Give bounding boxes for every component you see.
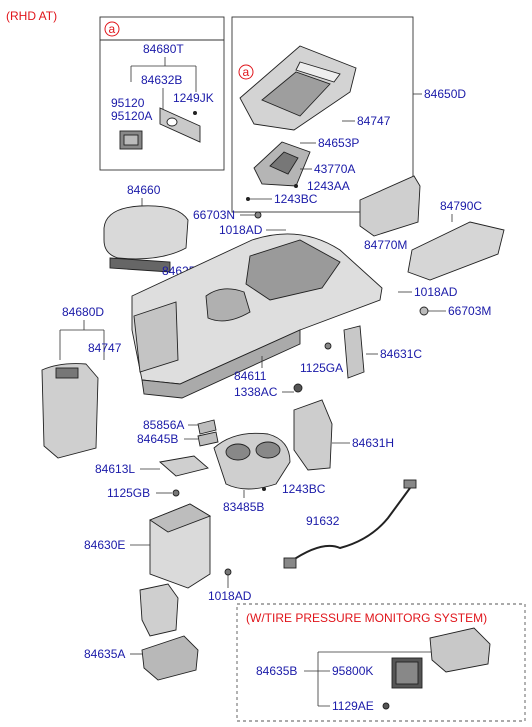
label-84635B: 84635B: [256, 664, 297, 678]
label-84747-top: 84747: [357, 114, 391, 128]
side-bracket-84770M: [359, 175, 421, 237]
label-1125GB: 1125GB: [107, 486, 150, 500]
label-66703M: 66703M: [448, 304, 491, 318]
label-84611: 84611: [234, 369, 267, 383]
console-top-cover-part: [239, 45, 357, 131]
label-84613L: 84613L: [95, 462, 135, 476]
console-body-84611: [131, 233, 383, 399]
label-84631H: 84631H: [352, 436, 394, 450]
label-66703N: 66703N: [193, 208, 235, 222]
bracket-84631H: [293, 399, 333, 471]
inset-console-marker: a: [243, 65, 250, 79]
label-84747-left: 84747: [88, 341, 122, 355]
label-1243AA: 1243AA: [307, 179, 350, 193]
inset-a-box: a 84680T 84632B 1249JK 95120 95120A: [99, 16, 225, 171]
label-1018AD-b: 1018AD: [414, 285, 458, 299]
label-84660: 84660: [127, 183, 161, 197]
label-84770M: 84770M: [364, 238, 407, 252]
armrest-part: [103, 205, 189, 273]
label-84650D: 84650D: [424, 87, 466, 101]
bracket-84631C: [343, 325, 365, 379]
label-1338AC: 1338AC: [234, 385, 278, 399]
tpms-bracket-part: [429, 627, 491, 673]
tpms-inset-box: (W/TIRE PRESSURE MONITORG SYSTEM) 84635B…: [236, 603, 526, 722]
tpms-title: (W/TIRE PRESSURE MONITORG SYSTEM): [246, 611, 487, 625]
label-1125GA: 1125GA: [300, 361, 343, 375]
pad-84613L: [158, 455, 209, 477]
label-1018AD-c: 1018AD: [208, 589, 252, 603]
side-trim-84790C: [407, 221, 505, 281]
label-1249JK: 1249JK: [173, 91, 214, 105]
label-1018AD-a: 1018AD: [219, 223, 263, 237]
label-95120A: 95120A: [111, 109, 152, 123]
label-95120: 95120: [111, 96, 145, 110]
label-43770A: 43770A: [314, 162, 355, 176]
label-1129AE: 1129AE: [332, 699, 374, 713]
tpms-module-part: [391, 657, 423, 689]
label-84631C: 84631C: [380, 347, 422, 361]
clip-84645B: [197, 431, 219, 447]
shift-indicator-part: [253, 141, 311, 187]
side-panel-84680D: [41, 363, 99, 459]
label-84680T: 84680T: [143, 42, 184, 56]
bracket-84635A: [139, 583, 199, 681]
switch-panel-part: [119, 107, 201, 150]
label-84630E: 84630E: [84, 538, 125, 552]
label-84645B: 84645B: [137, 432, 178, 446]
bracket-84630E: [149, 503, 212, 589]
label-85856A: 85856A: [143, 418, 184, 432]
label-84632B: 84632B: [141, 73, 182, 87]
label-1243BC-top: 1243BC: [274, 192, 318, 206]
label-84653P: 84653P: [318, 136, 359, 150]
label-84635A: 84635A: [84, 647, 125, 661]
inset-a-marker-circle: [104, 21, 120, 37]
label-91632: 91632: [306, 514, 340, 528]
inset-console-box: 84650D a 84747 84653P 43770A 1243AA 1243…: [231, 16, 466, 213]
wire-harness-91632: [289, 487, 411, 563]
variant-label: (RHD AT): [6, 9, 57, 23]
label-95800K: 95800K: [332, 664, 373, 678]
label-83485B: 83485B: [223, 500, 264, 514]
inset-a-marker: a: [109, 22, 116, 36]
label-1243BC: 1243BC: [282, 482, 326, 496]
clip-85856A: [197, 419, 217, 435]
label-84680D: 84680D: [62, 305, 104, 319]
label-84790C: 84790C: [440, 199, 482, 213]
cup-holder-83485B: [213, 432, 291, 490]
